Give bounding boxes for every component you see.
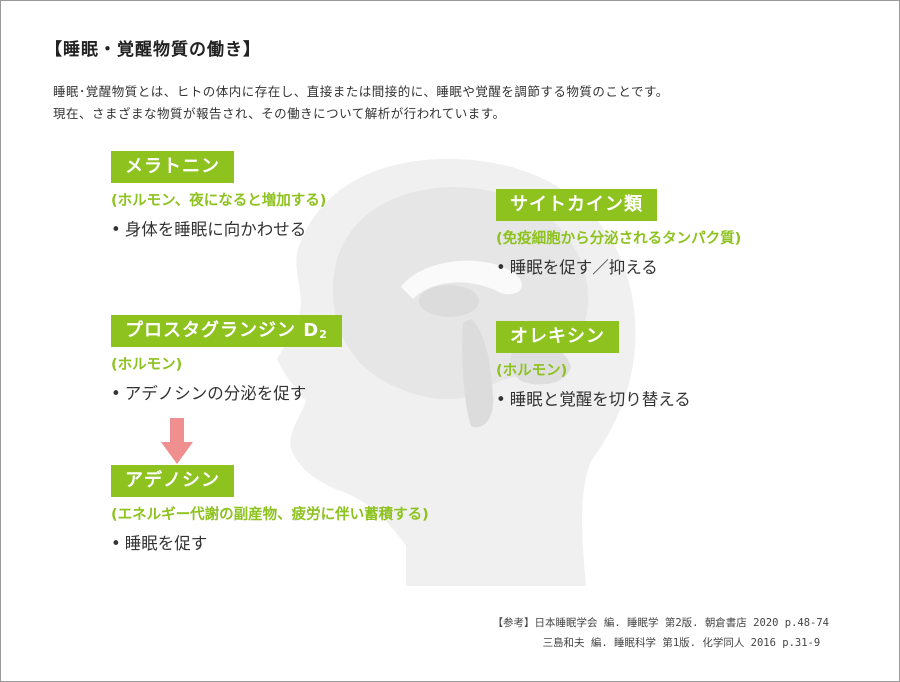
down-arrow-icon xyxy=(161,418,193,464)
orexin-block: オレキシン (ホルモン) •睡眠と覚醒を切り替える xyxy=(496,321,691,410)
orexin-note: (ホルモン) xyxy=(496,363,568,379)
melatonin-note: (ホルモン、夜になると増加する) xyxy=(111,193,327,209)
corpus-callosum xyxy=(401,260,522,299)
prostaglandin-label: プロスタグランジン D2 xyxy=(111,315,342,347)
reference-2: 三島和夫 編. 睡眠科学 第1版. 化学同人 2016 p.31-9 xyxy=(542,637,821,649)
brainstem xyxy=(462,319,494,428)
cytokine-note: (免疫細胞から分泌されるタンパク質) xyxy=(496,231,742,247)
cytokine-effect-text: 睡眠を促す／抑える xyxy=(509,258,658,277)
adenosine-effect: •睡眠を促す xyxy=(111,530,429,554)
prostaglandin-label-text: プロスタグランジン D xyxy=(125,320,320,341)
intro-line-2: 現在、さまざまな物質が報告され、その働きについて解析が行われています。 xyxy=(53,106,506,121)
bullet: • xyxy=(111,534,121,553)
reference-1: 【参考】日本睡眠学会 編. 睡眠学 第2版. 朝倉書店 2020 p.48-74 xyxy=(492,617,829,629)
references: 【参考】日本睡眠学会 編. 睡眠学 第2版. 朝倉書店 2020 p.48-74… xyxy=(493,613,829,653)
bullet: • xyxy=(496,390,506,409)
orexin-effect: •睡眠と覚醒を切り替える xyxy=(496,386,691,410)
prostaglandin-subscript: 2 xyxy=(319,328,328,341)
melatonin-label: メラトニン xyxy=(111,151,234,183)
melatonin-effect-text: 身体を睡眠に向かわせる xyxy=(124,220,307,239)
bullet: • xyxy=(111,384,121,403)
cerebellum xyxy=(510,343,571,385)
intro-line-1: 睡眠･覚醒物質とは、ヒトの体内に存在し、直接または間接的に、睡眠や覚醒を調節する… xyxy=(53,84,669,99)
melatonin-block: メラトニン (ホルモン、夜になると増加する) •身体を睡眠に向かわせる xyxy=(111,151,326,240)
prostaglandin-note: (ホルモン) xyxy=(111,357,183,373)
prostaglandin-effect: •アデノシンの分泌を促す xyxy=(111,380,342,404)
page-title: 【睡眠・覚醒物質の働き】 xyxy=(45,40,261,60)
arrow-shaft xyxy=(170,418,184,442)
prostaglandin-effect-text: アデノシンの分泌を促す xyxy=(124,384,307,403)
prostaglandin-block: プロスタグランジン D2 (ホルモン) •アデノシンの分泌を促す xyxy=(111,315,342,404)
bullet: • xyxy=(111,220,121,239)
orexin-label: オレキシン xyxy=(496,321,619,353)
arrow-head xyxy=(161,442,193,464)
bullet: • xyxy=(496,258,506,277)
orexin-effect-text: 睡眠と覚醒を切り替える xyxy=(509,390,691,409)
adenosine-note: (エネルギー代謝の副産物、疲労に伴い蓄積する) xyxy=(111,507,429,523)
thalamus xyxy=(419,285,479,317)
cytokine-effect: •睡眠を促す／抑える xyxy=(496,254,741,278)
melatonin-effect: •身体を睡眠に向かわせる xyxy=(111,216,326,240)
cytokine-block: サイトカイン類 (免疫細胞から分泌されるタンパク質) •睡眠を促す／抑える xyxy=(496,189,741,278)
intro-text: 睡眠･覚醒物質とは、ヒトの体内に存在し、直接または間接的に、睡眠や覚醒を調節する… xyxy=(53,81,669,125)
adenosine-label: アデノシン xyxy=(111,465,234,497)
adenosine-block: アデノシン (エネルギー代謝の副産物、疲労に伴い蓄積する) •睡眠を促す xyxy=(111,465,429,554)
adenosine-effect-text: 睡眠を促す xyxy=(124,534,208,553)
cytokine-label: サイトカイン類 xyxy=(496,189,657,221)
